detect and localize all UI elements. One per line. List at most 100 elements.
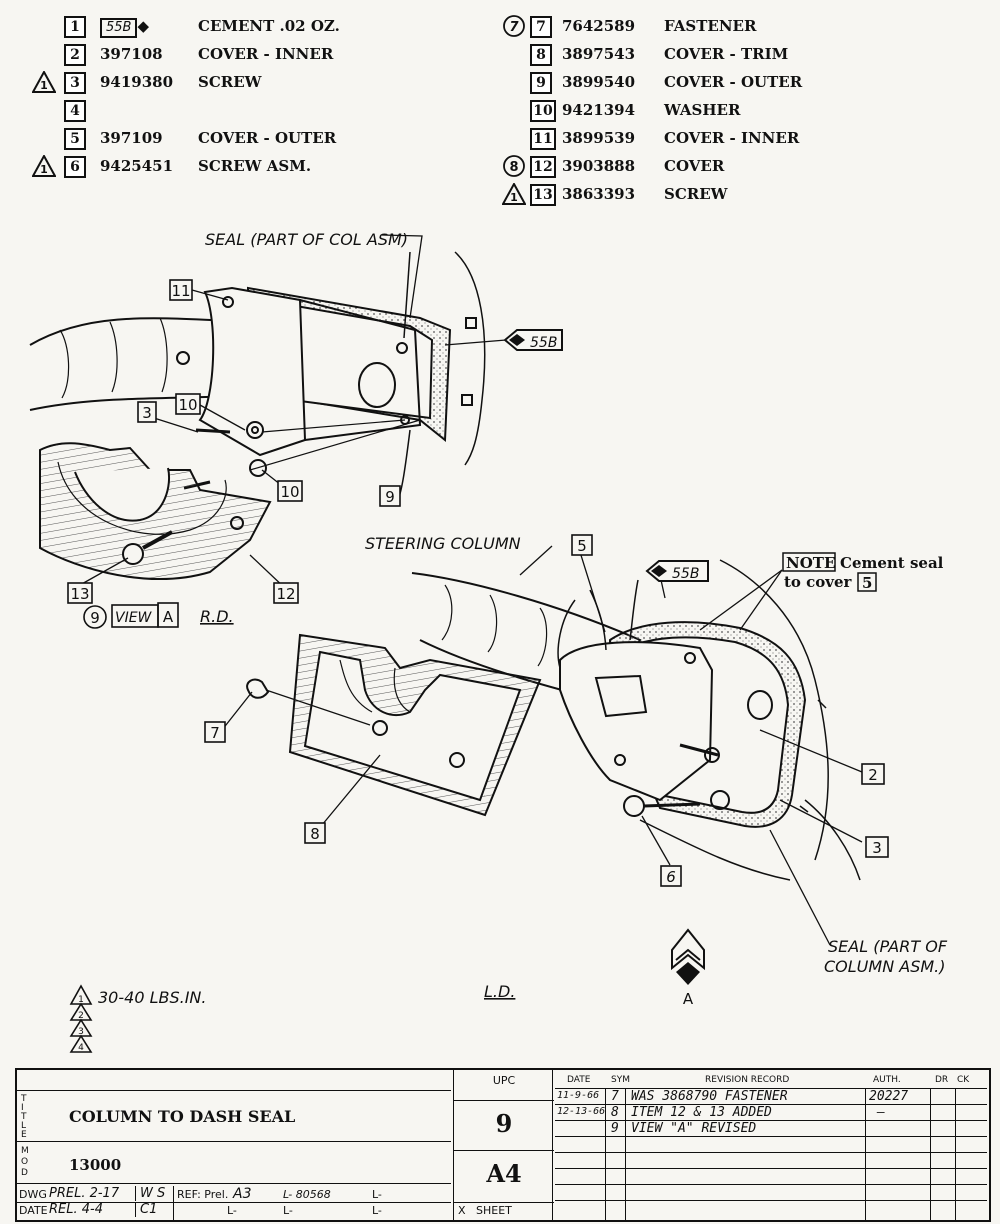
svg-text:8: 8	[509, 160, 518, 175]
callout-3-lower: 3	[865, 836, 889, 858]
svg-text:2: 2	[78, 1011, 84, 1021]
item-description: SCREW	[198, 73, 262, 91]
steering-column-label: STEERING COLUMN	[365, 534, 521, 553]
callout-13: 13	[67, 582, 93, 604]
view-a-label: 9 VIEW A	[83, 602, 179, 629]
lower-leader-lines	[221, 545, 863, 946]
svg-text:8: 8	[310, 825, 320, 843]
mod-row: MOD 13000	[17, 1144, 451, 1184]
svg-text:12: 12	[276, 585, 295, 603]
l-value-1: L- 80568	[283, 1188, 331, 1201]
svg-text:10: 10	[178, 396, 197, 414]
seal-bottom-label-2: COLUMN ASM.)	[824, 957, 945, 976]
item-part-number: 7642589	[562, 17, 636, 35]
item-tag: 55B◆	[100, 14, 149, 38]
item-index: 4	[64, 100, 86, 122]
l-blank-4: L-	[372, 1204, 382, 1217]
l-blank-3: L-	[283, 1204, 293, 1217]
item-index: 2	[64, 44, 86, 66]
svg-text:1: 1	[40, 163, 48, 176]
svg-text:6: 6	[666, 868, 676, 886]
callout-6: 6	[660, 865, 682, 887]
l-blank-1: L-	[372, 1188, 382, 1201]
item-description: COVER - TRIM	[664, 45, 789, 63]
item-index: 11	[530, 128, 556, 150]
note-ref: 5	[862, 574, 872, 592]
item-part-number: 9425451	[100, 157, 174, 175]
item-index: 9	[530, 72, 552, 94]
ref-value: A3	[233, 1186, 252, 1202]
svg-text:7: 7	[509, 20, 519, 35]
svg-text:3: 3	[78, 1027, 84, 1037]
view-arrow-icon: A	[671, 928, 705, 1008]
callout-5: 5	[571, 534, 593, 556]
rev-header-ck: CK	[957, 1075, 970, 1085]
dwg-prel: PREL. 2-17	[49, 1186, 120, 1201]
arrow-tag-icon: ◆	[137, 17, 150, 35]
cement-tag: 55B	[100, 18, 138, 38]
svg-text:A: A	[163, 608, 174, 626]
item-part-number: 3903888	[562, 157, 636, 175]
svg-text:2: 2	[868, 766, 878, 784]
svg-text:9: 9	[90, 609, 100, 627]
cement-tag-upper: 55B	[503, 329, 563, 351]
callout-11: 11	[169, 279, 193, 301]
dwg-ws: W S	[135, 1186, 165, 1201]
svg-text:1: 1	[40, 79, 48, 92]
title-block: TITLE COLUMN TO DASH SEAL MOD 13000 DWG …	[15, 1068, 991, 1222]
item-index: 6	[64, 156, 86, 178]
cement-tag-lower: 55B	[645, 560, 709, 582]
item-index: 8	[530, 44, 552, 66]
callout-boxes: 11 3 10 10 9 13 12 5 7 8 2 3 6	[67, 279, 889, 887]
item-index: 3	[64, 72, 86, 94]
item-description: SCREW	[664, 185, 728, 203]
callout-9: 9	[379, 485, 401, 507]
upc-header: UPC	[492, 1074, 516, 1087]
circled-seven-icon: 7	[503, 15, 525, 37]
item-part-number: 3899540	[562, 73, 636, 91]
svg-text:55B: 55B	[530, 335, 557, 351]
item-description: SCREW ASM.	[198, 157, 312, 175]
item-part-number: 3899539	[562, 129, 636, 147]
upc-section: UPC 9 A4 X SHEET	[453, 1070, 554, 1220]
upper-view-assembly	[29, 251, 507, 580]
sheet-label: SHEET	[476, 1204, 512, 1217]
item-index: 5	[64, 128, 86, 150]
callout-12: 12	[273, 582, 299, 604]
rev-header-date: DATE	[567, 1075, 591, 1085]
upc-value: 9	[454, 1100, 554, 1143]
title-row: TITLE COLUMN TO DASH SEAL	[17, 1090, 451, 1142]
rev-header-sym: SYM	[611, 1075, 630, 1085]
item-part-number: 3863393	[562, 185, 636, 203]
rev-header-dr: DR	[935, 1075, 949, 1085]
svg-text:1: 1	[510, 191, 518, 204]
svg-text:11: 11	[171, 282, 190, 300]
rd-label: R.D.	[200, 607, 234, 626]
note-text-2: to cover	[784, 573, 853, 591]
torque-triangle-icon: 1	[32, 71, 56, 93]
callout-3-upper: 3	[137, 401, 157, 423]
svg-text:VIEW: VIEW	[115, 610, 153, 626]
svg-text:5: 5	[577, 537, 587, 555]
item-index: 12	[530, 156, 556, 178]
torque-text: 30-40 LBS.IN.	[98, 988, 206, 1007]
svg-text:3: 3	[142, 404, 152, 422]
ref-label: REF: Prel.	[177, 1188, 229, 1201]
item-part-number: 3897543	[562, 45, 636, 63]
seal-top-label: SEAL (PART OF COL ASM)	[205, 230, 408, 249]
mod-number: 13000	[69, 1156, 122, 1174]
ld-label: L.D.	[484, 982, 515, 1001]
note-box-label: NOTE	[786, 554, 835, 572]
svg-text:1: 1	[78, 995, 84, 1005]
parts-list-left: 1 55B◆ CEMENT .02 OZ. 2 397108 COVER - I…	[30, 14, 470, 184]
item-description: COVER	[664, 157, 725, 175]
item-part-number: 397108	[100, 45, 163, 63]
torque-note: 1 30-40 LBS.IN. 2 3 4	[69, 984, 206, 1053]
revision-record: DATE SYM REVISION RECORD AUTH. DR CK 11-…	[555, 1070, 987, 1220]
item-index: 7	[530, 16, 552, 38]
mod-side-label: MOD	[21, 1146, 29, 1178]
callout-10-upper-b: 10	[277, 480, 303, 502]
svg-text:A: A	[683, 990, 694, 1008]
svg-text:10: 10	[280, 483, 299, 501]
